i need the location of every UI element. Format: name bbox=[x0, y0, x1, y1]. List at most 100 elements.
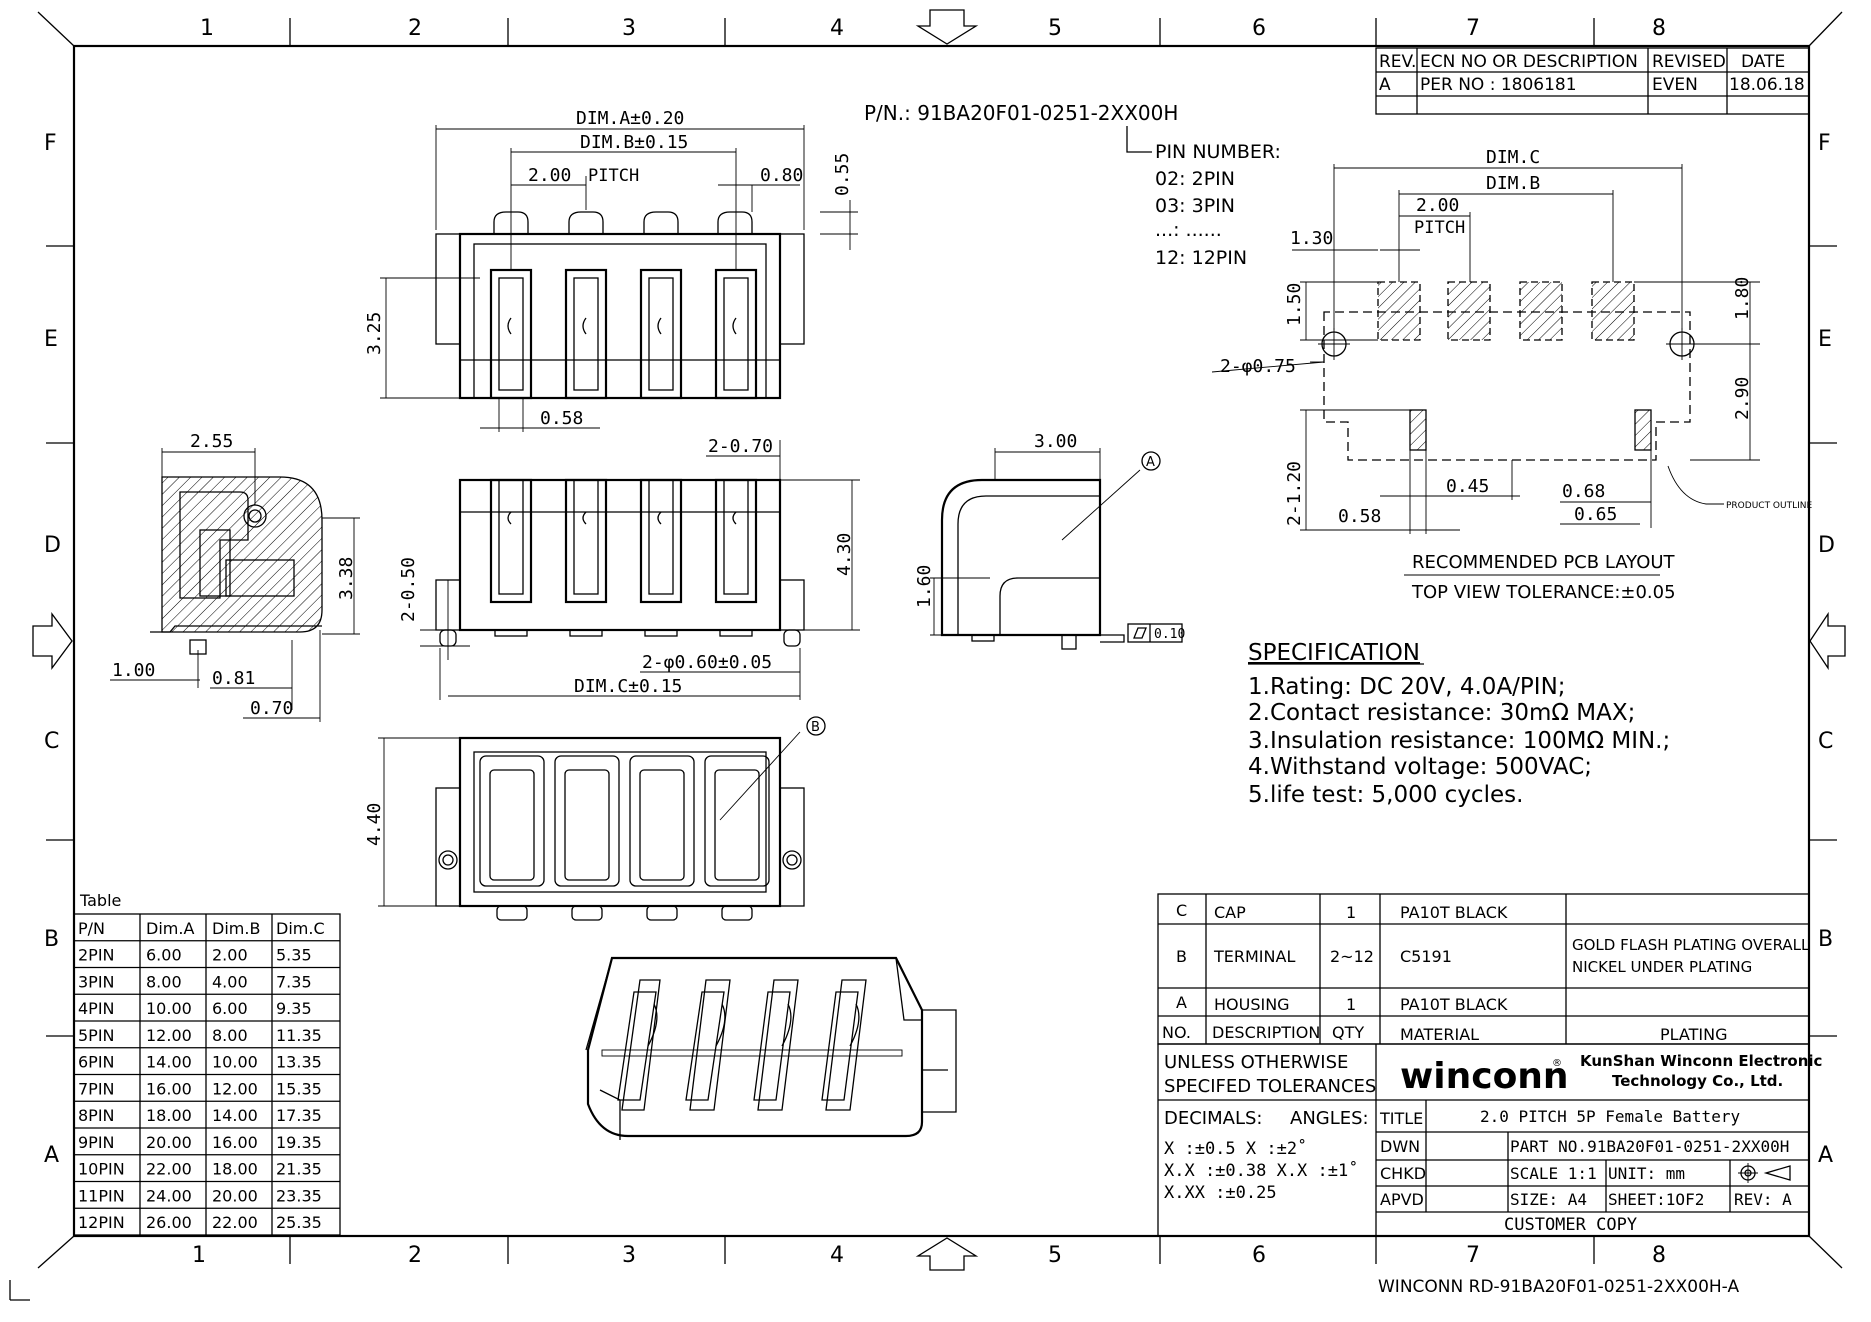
table-cell: 22.00 bbox=[212, 1213, 258, 1232]
table-cell: 5.35 bbox=[276, 946, 312, 965]
bom-qty: 1 bbox=[1346, 903, 1356, 922]
col-label: 6 bbox=[1252, 1243, 1266, 1268]
revised-value: EVEN bbox=[1652, 75, 1698, 95]
pin-number-line: 02: 2PIN bbox=[1155, 168, 1235, 190]
table-cell: 8.00 bbox=[146, 972, 182, 991]
dim-label: 1.80 bbox=[1732, 277, 1753, 320]
table-cell: 13.35 bbox=[276, 1053, 322, 1072]
table-cell: 4PIN bbox=[78, 999, 115, 1018]
dim-label: 2.00 bbox=[528, 165, 571, 186]
bom-qty: 2~12 bbox=[1330, 947, 1374, 966]
col-label: 4 bbox=[830, 1243, 844, 1268]
col-label: 3 bbox=[622, 16, 636, 41]
table-cell: 17.35 bbox=[276, 1106, 322, 1125]
dim-label: 3.00 bbox=[1034, 431, 1077, 452]
table-cell: 15.35 bbox=[276, 1079, 322, 1098]
callout-b: B bbox=[811, 720, 820, 735]
row-label: C bbox=[1818, 729, 1833, 754]
table-cell: 10.00 bbox=[146, 999, 192, 1018]
table-cell: 12PIN bbox=[78, 1213, 125, 1232]
center-arrow-bottom-icon bbox=[915, 1237, 979, 1271]
tolerance-xx: X.X :±0.38 X.X :±1˚ bbox=[1164, 1160, 1358, 1181]
row-label: F bbox=[1818, 131, 1831, 156]
pcb-layout-subtitle: TOP VIEW TOLERANCE:±0.05 bbox=[1411, 582, 1676, 603]
table-cell: 22.00 bbox=[146, 1160, 192, 1179]
pin-number-line: ...: ...... bbox=[1155, 219, 1222, 241]
dim-label: 0.65 bbox=[1574, 504, 1617, 525]
spec-line: 2.Contact resistance: 30mΩ MAX; bbox=[1248, 700, 1635, 726]
rev-header: REV. bbox=[1379, 52, 1416, 72]
title-block: UNLESS OTHERWISE SPECIFED TOLERANCES DEC… bbox=[1157, 1043, 1822, 1237]
row-label: D bbox=[44, 533, 61, 558]
angles-label: ANGLES: bbox=[1290, 1108, 1369, 1129]
table-header-cell: P/N bbox=[78, 919, 105, 938]
bom-header: QTY bbox=[1332, 1023, 1364, 1042]
row-label: B bbox=[1818, 927, 1833, 952]
dim-label: 4.30 bbox=[834, 533, 855, 576]
table-cell: 6PIN bbox=[78, 1053, 115, 1072]
row-label: C bbox=[44, 729, 59, 754]
callout-a: A bbox=[1146, 455, 1155, 470]
dim-label: DIM.C bbox=[1486, 147, 1540, 168]
projection-symbol-icon bbox=[1738, 1163, 1791, 1183]
apvd-label: APVD bbox=[1380, 1190, 1424, 1209]
dim-label: 0.58 bbox=[540, 408, 583, 429]
spec-line: 4.Withstand voltage: 500VAC; bbox=[1248, 754, 1592, 780]
table-cell: 14.00 bbox=[146, 1053, 192, 1072]
column-labels-top: 1 2 3 4 5 6 7 8 bbox=[200, 16, 1666, 41]
dim-label: 0.70 bbox=[250, 698, 293, 719]
table-header-cell: Dim.A bbox=[146, 919, 194, 938]
table-header-cell: Dim.B bbox=[212, 919, 260, 938]
row-label: B bbox=[44, 927, 59, 952]
table-cell: 7.35 bbox=[276, 972, 312, 991]
row-label: A bbox=[1818, 1143, 1833, 1168]
row-label: A bbox=[44, 1143, 59, 1168]
front-view: 2-0.70 4.30 2-0.50 2-φ0.60±0.05 DIM.C±0.… bbox=[398, 436, 860, 700]
dim-label: 0.10 bbox=[1154, 627, 1185, 642]
table-cell: 10PIN bbox=[78, 1160, 125, 1179]
row-labels-right: F E D C B A bbox=[1818, 131, 1835, 1168]
dim-label: 2-φ0.60±0.05 bbox=[642, 652, 772, 673]
bom-material: PA10T BLACK bbox=[1400, 903, 1508, 922]
dim-label: 1.50 bbox=[1284, 283, 1305, 326]
dim-label: PITCH bbox=[1414, 218, 1465, 238]
date-header: DATE bbox=[1741, 52, 1785, 72]
part-number-label: P/N.: 91BA20F01-0251-2XX00H bbox=[864, 101, 1178, 125]
registered-icon: ® bbox=[1552, 1058, 1562, 1069]
rev-value: A bbox=[1379, 75, 1391, 95]
dim-label: 2.55 bbox=[190, 431, 233, 452]
col-label: 8 bbox=[1652, 1243, 1666, 1268]
table-cell: 16.00 bbox=[212, 1133, 258, 1152]
col-label: 5 bbox=[1048, 16, 1062, 41]
pin-number-title: PIN NUMBER: bbox=[1155, 141, 1281, 163]
table-cell: 14.00 bbox=[212, 1106, 258, 1125]
top-view: DIM.A±0.20 DIM.B±0.15 2.00 PITCH 0.80 0.… bbox=[364, 108, 858, 432]
spec-line: 1.Rating: DC 20V, 4.0A/PIN; bbox=[1248, 674, 1566, 700]
pcb-layout: DIM.C DIM.B 2.00 PITCH 1.30 1.50 1.80 2-… bbox=[1211, 147, 1812, 603]
dim-label: 2-0.70 bbox=[708, 436, 773, 457]
col-label: 2 bbox=[408, 16, 422, 41]
title-label: TITLE bbox=[1379, 1109, 1423, 1128]
bom-no: B bbox=[1176, 947, 1187, 966]
document-footer: WINCONN RD-91BA20F01-0251-2XX00H-A bbox=[1378, 1277, 1739, 1297]
dim-label: 3.38 bbox=[336, 557, 357, 600]
product-outline-label: PRODUCT OUTLINE bbox=[1726, 501, 1812, 511]
table-cell: 6.00 bbox=[146, 946, 182, 965]
company-logo: winconn bbox=[1400, 1056, 1569, 1097]
dim-label: DIM.B bbox=[1486, 173, 1540, 194]
tolerance-xxx: X.XX :±0.25 bbox=[1164, 1183, 1277, 1203]
row-label: E bbox=[1818, 327, 1832, 352]
specification: SPECIFICATION 1.Rating: DC 20V, 4.0A/PIN… bbox=[1248, 640, 1670, 808]
spec-line: 3.Insulation resistance: 100MΩ MIN.; bbox=[1248, 728, 1670, 754]
pin-number-line: 12: 12PIN bbox=[1155, 247, 1247, 269]
table-cell: 10.00 bbox=[212, 1053, 258, 1072]
table-header-cell: Dim.C bbox=[276, 919, 325, 938]
bom-description: TERMINAL bbox=[1213, 947, 1295, 966]
bom-plating: GOLD FLASH PLATING OVERALL bbox=[1572, 936, 1810, 954]
dim-label: 4.40 bbox=[364, 803, 385, 846]
table-cell: 23.35 bbox=[276, 1186, 322, 1205]
col-label: 4 bbox=[830, 16, 844, 41]
table-cell: 12.00 bbox=[212, 1079, 258, 1098]
table-cell: 9.35 bbox=[276, 999, 312, 1018]
